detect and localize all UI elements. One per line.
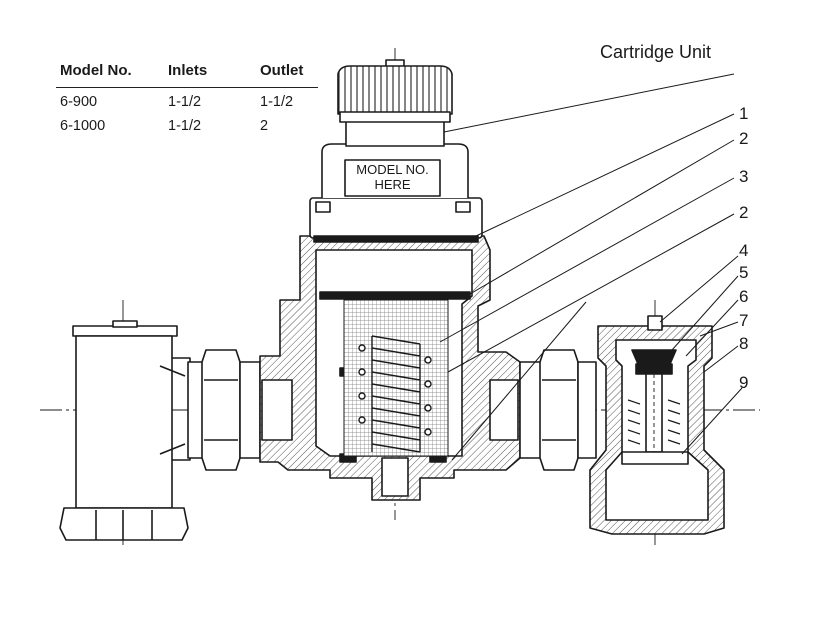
left-inlet-body bbox=[59, 320, 191, 541]
cell-model: 6-1000 bbox=[60, 118, 106, 134]
header-model-no: Model No. bbox=[56, 56, 164, 88]
callout-6: 6 bbox=[739, 287, 749, 306]
cell-outlet: 2 bbox=[260, 118, 269, 134]
plate-line-2: HERE bbox=[374, 177, 410, 192]
plate-line-1: MODEL NO. bbox=[356, 162, 428, 177]
callout-2: 2 bbox=[739, 129, 749, 148]
callout-5: 5 bbox=[739, 263, 749, 282]
table-row: 6-900 1-1/2 1-1/2 bbox=[56, 88, 318, 113]
table-header-row: Model No. Inlets Outlet bbox=[56, 56, 318, 88]
leader-lines bbox=[439, 73, 743, 461]
cartridge-bonnet: MODEL NO. HERE bbox=[309, 119, 483, 239]
cell-outlet: 1-1/2 bbox=[260, 94, 294, 110]
model-no-plate bbox=[344, 159, 441, 197]
cell-inlets: 1-1/2 bbox=[168, 118, 202, 134]
right-union-nut bbox=[519, 349, 597, 471]
left-union-nut bbox=[187, 349, 261, 471]
callout-4: 4 bbox=[739, 241, 749, 260]
cell-inlets: 1-1/2 bbox=[168, 94, 202, 110]
spring-icon bbox=[358, 335, 432, 453]
header-inlets: Inlets bbox=[164, 56, 256, 88]
table-row: 6-1000 1-1/2 2 bbox=[56, 112, 318, 136]
adjustment-knob-icon bbox=[337, 59, 453, 123]
callout-7: 7 bbox=[739, 311, 749, 330]
cell-model: 6-900 bbox=[60, 94, 98, 110]
callout-1: 1 bbox=[739, 104, 749, 123]
callout-8: 8 bbox=[739, 334, 749, 353]
strainer-screen bbox=[343, 299, 449, 457]
callout-2b: 2 bbox=[739, 203, 749, 222]
cartridge-unit-section bbox=[589, 315, 725, 535]
callout-3: 3 bbox=[739, 167, 749, 186]
callout-9: 9 bbox=[739, 373, 749, 392]
cartridge-unit-title: Cartridge Unit bbox=[600, 42, 712, 62]
model-spec-table: Model No. Inlets Outlet 6-900 1-1/2 1-1/… bbox=[56, 56, 318, 136]
header-outlet: Outlet bbox=[256, 56, 318, 88]
